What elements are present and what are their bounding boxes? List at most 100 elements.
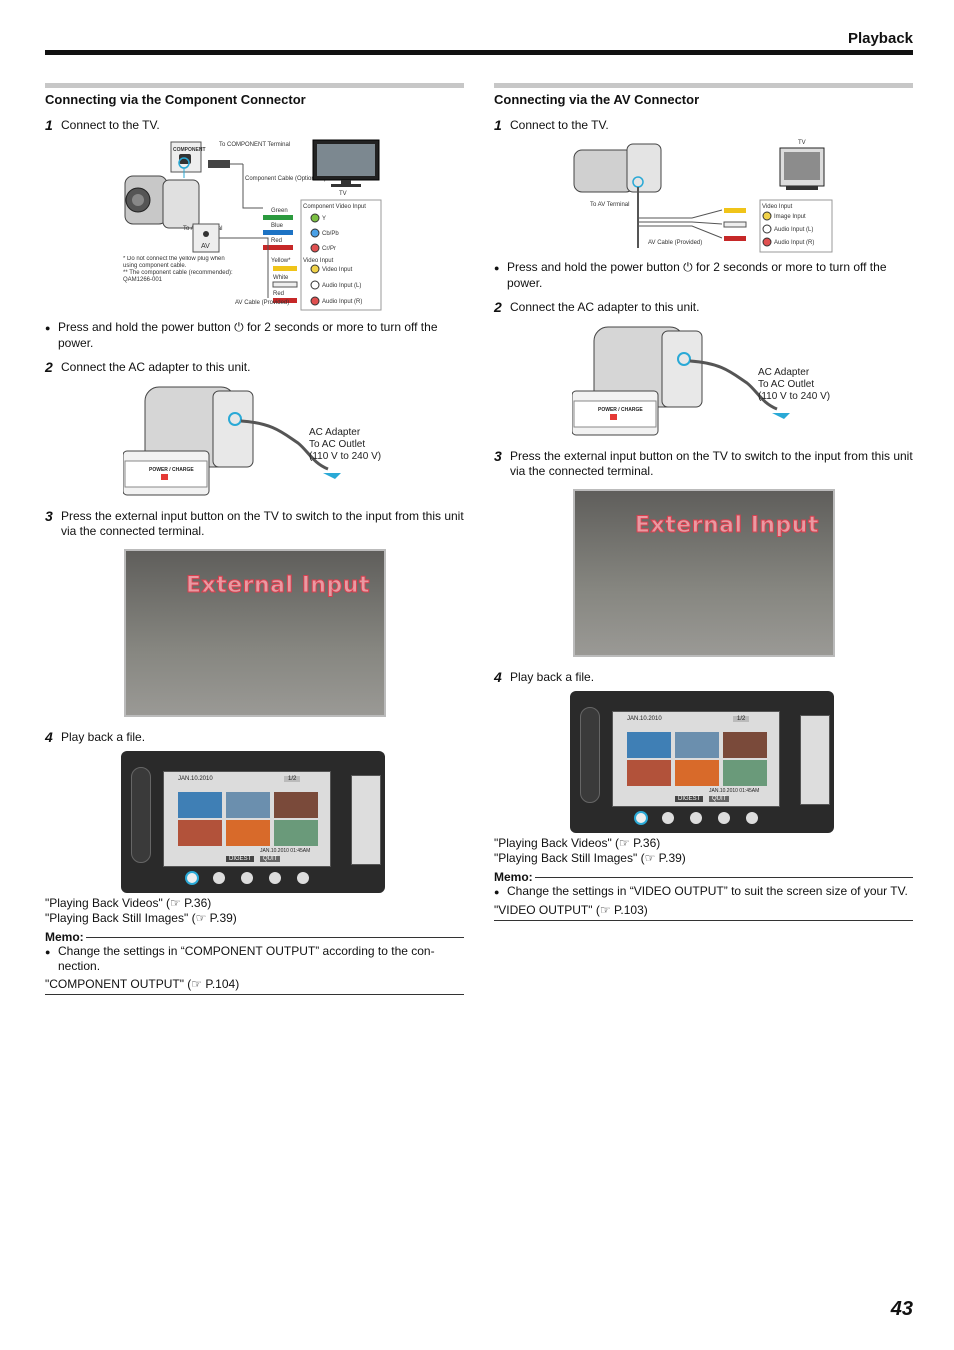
date-label: JAN.10.2010 [178, 776, 213, 782]
page-indicator: 1/2 [284, 776, 301, 782]
ac-adapter-diagram: AC Adapter To AC Outlet (110 V to 240 V)… [571, 323, 838, 437]
touch-button[interactable] [241, 872, 253, 884]
step-1: 1 Connect to the TV. [45, 118, 464, 133]
reference-link[interactable]: "Playing Back Videos" (☞ P.36) [45, 896, 212, 910]
step-number: 1 [494, 117, 502, 133]
thumbnail[interactable] [627, 760, 671, 786]
ok-button[interactable] [634, 811, 648, 825]
reference-list: "Playing Back Videos" (☞ P.36) "Playing … [45, 896, 464, 926]
right-column: Connecting via the AV Connector 1 Connec… [494, 83, 913, 921]
page-number: 43 [890, 1298, 913, 1320]
ok-button[interactable] [185, 871, 199, 885]
memo-body: ● Change the settings in “VIDEO OUTPUT” … [494, 884, 913, 921]
ac-adapter-label: AC Adapter [758, 367, 810, 378]
digest-button[interactable]: DIGEST [675, 796, 704, 802]
thumbnail[interactable] [274, 820, 318, 846]
memo-title: Memo: [45, 930, 84, 944]
voltage-label: (110 V to 240 V) [309, 451, 381, 462]
memo-reference[interactable]: "VIDEO OUTPUT" (☞ P.103) [494, 903, 648, 917]
av-cable-label: AV Cable (Provided) [648, 240, 702, 246]
left-column: Connecting via the Component Connector 1… [45, 83, 464, 995]
video-input-label: Video Input [303, 258, 334, 264]
thumbnail[interactable] [178, 792, 222, 818]
timestamp: JAN.10.2010 01:45AM [709, 788, 760, 794]
step-number: 4 [494, 669, 502, 685]
component-video-input-label: Component Video Input [303, 204, 366, 210]
voltage-label: (110 V to 240 V) [758, 391, 830, 402]
bullet-text: Press and hold the power button ⏻ for 2 … [507, 260, 887, 290]
bullet-text: Press and hold the power button ⏻ for 2 … [58, 320, 438, 350]
bullet-icon: ● [494, 263, 500, 273]
thumbnail[interactable] [723, 732, 767, 758]
memo-bullet: ● Change the settings in “VIDEO OUTPUT” … [494, 884, 913, 900]
digest-button[interactable]: DIGEST [226, 856, 255, 862]
reference-link[interactable]: "Playing Back Still Images" (☞ P.39) [494, 851, 686, 865]
touch-button[interactable] [269, 872, 281, 884]
cbpb-label: Cb/Pb [322, 231, 339, 237]
ac-adapter-diagram: AC Adapter To AC Outlet (110 V to 240 V)… [122, 383, 389, 497]
memo-bullet: ● Change the settings in “COMPONENT OUTP… [45, 944, 464, 974]
reference-link[interactable]: "Playing Back Still Images" (☞ P.39) [45, 911, 237, 925]
thumbnail[interactable] [178, 820, 222, 846]
bullet-icon: ● [45, 947, 51, 957]
thumbnail[interactable] [723, 760, 767, 786]
camcorder-icon [573, 143, 662, 193]
step-text: Press the external input button on the T… [510, 449, 913, 478]
step-text: Connect to the TV. [510, 118, 609, 132]
step-1: 1 Connect to the TV. [494, 118, 913, 133]
reference-link[interactable]: "Playing Back Videos" (☞ P.36) [494, 836, 661, 850]
memo-body: ● Change the settings in “COMPONENT OUTP… [45, 944, 464, 995]
blue-label: Blue [271, 223, 284, 229]
external-input-screen: External Input [573, 489, 835, 657]
thumbnail[interactable] [226, 820, 270, 846]
external-input-text: External Input [635, 513, 820, 539]
thumbnail[interactable] [274, 792, 318, 818]
step-text: Press the external input button on the T… [61, 509, 464, 538]
thumbnail[interactable] [675, 760, 719, 786]
step-text: Connect the AC adapter to this unit. [61, 360, 251, 374]
power-lamp-icon [161, 474, 168, 480]
step-4: 4 Play back a file. [494, 670, 913, 685]
quit-button[interactable]: QUIT [709, 796, 730, 802]
touch-button[interactable] [690, 812, 702, 824]
step-number: 2 [45, 359, 53, 375]
touch-button[interactable] [746, 812, 758, 824]
touch-button[interactable] [213, 872, 225, 884]
thumbnail[interactable] [627, 732, 671, 758]
timestamp: JAN.10.2010 01:45AM [260, 848, 311, 854]
camcorder-icon [124, 175, 200, 229]
component-connection-diagram: COMPONENT To COMPONENT Terminal Componen… [123, 138, 395, 314]
index-screen: JAN.10.2010 1/2 JAN.10.2010 01:45AM DIGE… [163, 771, 331, 867]
step-text: Connect the AC adapter to this unit. [510, 300, 700, 314]
touch-button[interactable] [718, 812, 730, 824]
y-label: Y [322, 216, 326, 222]
thumbnail[interactable] [226, 792, 270, 818]
memo-header: Memo: [494, 870, 913, 884]
section-bar [494, 83, 913, 88]
red-label: Red [271, 238, 282, 244]
memo-bullet-text: Change the settings in “COMPONENT OUTPUT… [58, 944, 435, 973]
yellow-note: * Do not connect the yellow plug when us… [123, 256, 225, 269]
zoom-slider [131, 767, 151, 863]
header-rule [45, 50, 913, 55]
quit-button[interactable]: QUIT [260, 856, 281, 862]
av-connection-diagram: To AV Terminal AV Cable (Provided) TV Vi… [572, 138, 834, 256]
thumbnail[interactable] [675, 732, 719, 758]
reference-list: "Playing Back Videos" (☞ P.36) "Playing … [494, 836, 913, 866]
image-input-label: Image Input [774, 214, 806, 220]
component-tag: COMPONENT [173, 147, 206, 153]
step-text: Connect to the TV. [61, 118, 160, 132]
external-input-screen: External Input [124, 549, 386, 717]
av-cable-label: AV Cable (Provided) [235, 300, 289, 306]
to-ac-outlet-label: To AC Outlet [309, 439, 365, 450]
video-input-port-label: Video Input [322, 267, 353, 273]
memo-reference[interactable]: "COMPONENT OUTPUT" (☞ P.104) [45, 977, 240, 991]
index-screen: JAN.10.2010 1/2 JAN.10.2010 01:45AM DIGE… [612, 711, 780, 807]
touch-button[interactable] [297, 872, 309, 884]
video-input-label: Video Input [762, 204, 793, 210]
power-charge-label: POWER / CHARGE [149, 467, 194, 473]
bullet-icon: ● [494, 887, 500, 897]
tv-label: TV [798, 140, 806, 146]
to-ac-outlet-label: To AC Outlet [758, 379, 814, 390]
touch-button[interactable] [662, 812, 674, 824]
